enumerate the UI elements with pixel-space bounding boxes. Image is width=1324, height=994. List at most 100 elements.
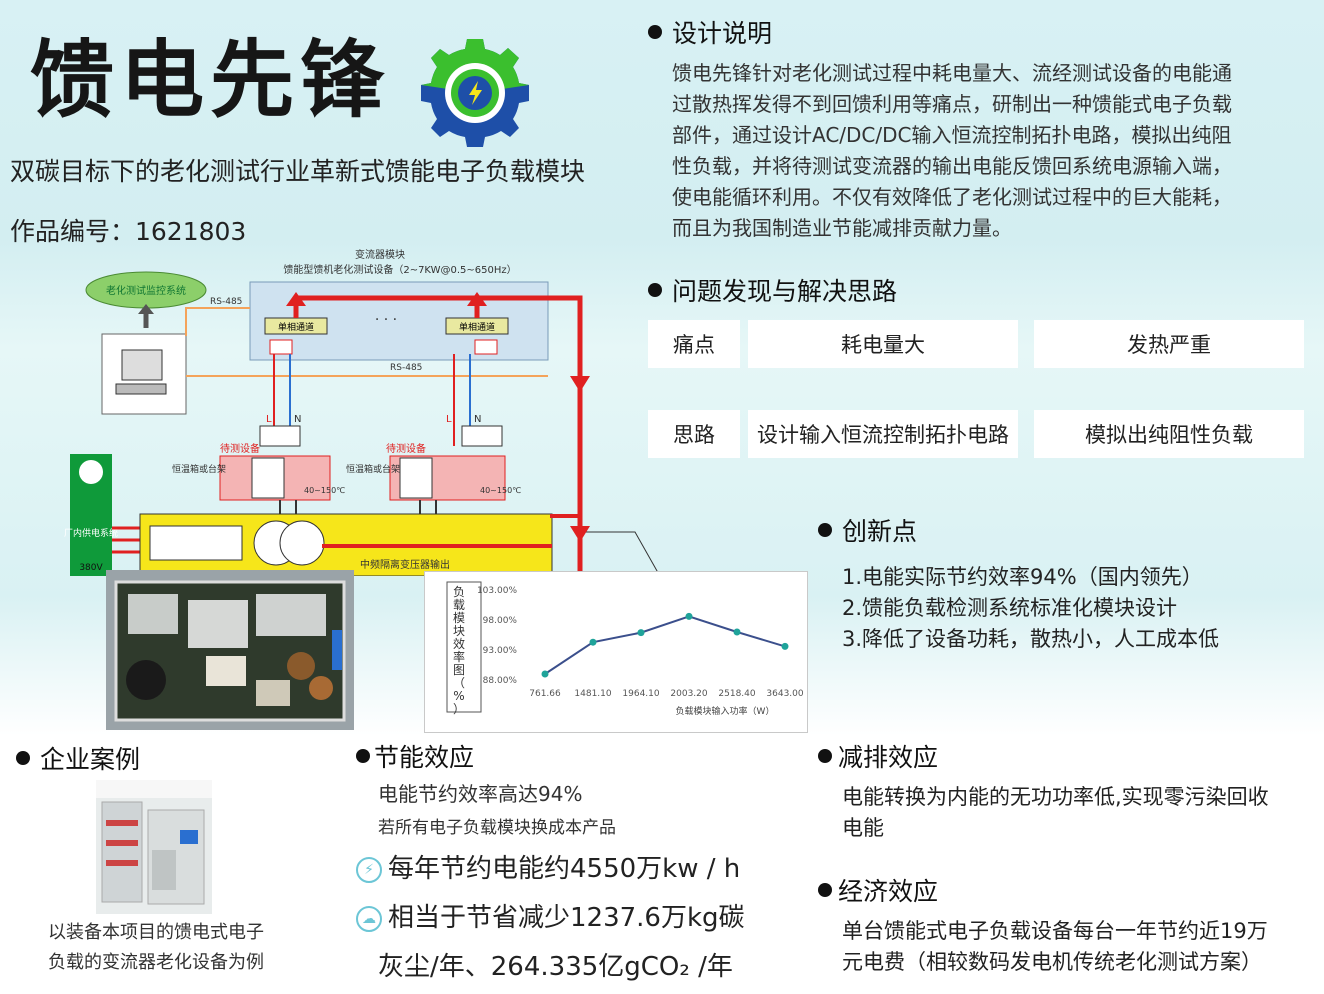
chart-x-tick-label: 1481.10 [574, 689, 611, 699]
chart-y-ticks: 103.00% 98.00% 93.00% 88.00% [477, 586, 517, 686]
emission-line: 电能 [842, 816, 884, 840]
table-label-idea: 思路 [648, 410, 740, 458]
bullet-icon [818, 523, 832, 537]
design-line: 过散热挥发得不到回馈利用等痛点，研制出一种馈能式电子负载 [672, 92, 1232, 116]
emission-section: 减排效应 电能转换为内能的无功功率低,实现零污染回收 电能 [818, 738, 1318, 844]
chart-x-tick-label: 1964.10 [622, 689, 659, 699]
diagram-label-channel: 单相通道 [278, 321, 314, 333]
energy-line: 每年节约电能约4550万kw / h [388, 854, 741, 884]
chart-data-point [637, 629, 645, 637]
diagram-label-N: N [474, 414, 481, 425]
innovation-item: 1.电能实际节约效率94%（国内领先） [842, 565, 1203, 589]
diagram-label-temp: 40~150℃ [480, 486, 521, 495]
design-line: 性负载，并将待测试变流器的输出电能反馈回系统电源输入端， [672, 154, 1232, 178]
diagram-label-module: 变流器模块 [355, 248, 405, 261]
bullet-icon [356, 749, 370, 763]
work-number: 作品编号：1621803 [10, 217, 247, 246]
diagram-label-L: L [446, 414, 452, 425]
chart-ylabel-char: 率 [453, 649, 465, 664]
chart-ylabel-char: % [453, 689, 464, 703]
bullet-icon [16, 751, 30, 765]
economy-title: 经济效应 [838, 877, 939, 906]
economy-line: 单台馈能式电子负载设备每台一年节约近19万 [842, 919, 1268, 943]
energy-line: 灰尘/年、264.335亿gCO₂ /年 [378, 952, 733, 982]
chart-ylabel-char: 负 [453, 585, 465, 599]
diagram-label-chamber: 恒温箱或台架 [346, 463, 400, 475]
diagram-label-channel: 单相通道 [459, 321, 495, 333]
diagram-label-supply: 厂内供电系统 [64, 527, 118, 539]
co2-cloud-icon: ☁ [356, 905, 382, 932]
chart-x-tick-label: 3643.00 [766, 689, 803, 699]
emission-title: 减排效应 [838, 743, 939, 772]
diagram-label-supply-voltage: 380V [79, 563, 103, 573]
diagram-label-temp: 40~150℃ [304, 486, 345, 495]
innovation-item: 2.馈能负载检测系统标准化模块设计 [842, 596, 1178, 620]
diagram-label-rs485: RS-485 [210, 297, 242, 307]
diagram-dots: · · · [375, 312, 397, 328]
diagram-label-L: L [266, 414, 272, 425]
chart-y-tick-label: 93.00% [483, 646, 518, 656]
case-title-row: 企业案例 [16, 740, 140, 776]
diagram-label-N: N [294, 414, 301, 425]
circuit-board-image [106, 570, 354, 730]
case-title: 企业案例 [40, 745, 141, 774]
chart-y-tick-label: 98.00% [483, 616, 518, 626]
chart-data-point [589, 638, 597, 646]
chart-ylabel-char: 图 [453, 663, 465, 677]
chart-ylabel-char: 载 [453, 598, 465, 612]
design-line: 使电能循环利用。不仅有效降低了老化测试过程中的巨大能耗， [672, 185, 1232, 209]
problem-title-row: 问题发现与解决思路 [648, 272, 897, 308]
chart-ylabel-box [446, 581, 482, 713]
chart-series-line [544, 615, 786, 675]
diagram-label-rs485: RS-485 [390, 363, 422, 373]
chart-data-point [733, 628, 741, 636]
energy-line: 相当于节省减少1237.6万kg碳 [388, 903, 745, 933]
energy-title: 节能效应 [374, 743, 475, 772]
diagram-label-spec: 馈能型馈机老化测试设备（2~7KW@0.5~650Hz） [283, 263, 516, 276]
chart-ylabel-char: （ [453, 676, 465, 690]
aging-equipment-photo [96, 780, 212, 914]
table-cell: 设计输入恒流控制拓扑电路 [748, 410, 1018, 458]
table-cell: 模拟出纯阻性负载 [1034, 410, 1304, 458]
diagram-label-chamber: 恒温箱或台架 [172, 463, 226, 475]
gear-logo-icon [421, 39, 529, 147]
case-caption: 以装备本项目的馈电式电子 [48, 922, 264, 943]
energy-section: 节能效应 电能节约效率高达94% 若所有电子负载模块换成本产品 ⚡每年节约电能约… [356, 738, 796, 983]
design-line: 馈电先锋针对老化测试过程中耗电量大、流经测试设备的电能通 [672, 61, 1232, 85]
problem-title: 问题发现与解决思路 [672, 277, 898, 306]
chart-data-point [781, 642, 789, 650]
table-label-pain: 痛点 [648, 320, 740, 368]
design-title: 设计说明 [672, 19, 773, 48]
design-line: 部件，通过设计AC/DC/DC输入恒流控制拓扑电路，模拟出纯阻 [672, 123, 1232, 147]
economy-line: 元电费（相较数码发电机传统老化测试方案） [842, 950, 1262, 974]
diagram-label-cloud: 老化测试监控系统 [106, 284, 186, 297]
design-line: 而且为我国制造业节能减排贡献力量。 [672, 216, 1012, 240]
circuit-board-photo [106, 570, 354, 730]
chart-ylabel-char: 效 [453, 636, 465, 651]
energy-line: 若所有电子负载模块换成本产品 [378, 818, 616, 838]
bullet-icon [818, 883, 832, 897]
chart-data-point [541, 670, 549, 678]
subtitle: 双碳目标下的老化测试行业革新式馈能电子负载模块 [10, 157, 586, 186]
table-cell: 耗电量大 [748, 320, 1018, 368]
chart-y-tick-label: 103.00% [477, 586, 517, 596]
chart-x-tick-label: 2518.40 [718, 689, 755, 699]
chart-y-tick-label: 88.00% [483, 676, 518, 686]
emission-line: 电能转换为内能的无功功率低,实现零污染回收 [842, 785, 1269, 809]
chart-data-point [685, 612, 693, 620]
innovation-section: 创新点 1.电能实际节约效率94%（国内领先） 2.馈能负载检测系统标准化模块设… [818, 512, 1298, 655]
chart-ylabel-char: 块 [453, 624, 465, 638]
chart-ylabel-char: ） [453, 702, 465, 716]
circuit-diagram: 变流器模块 馈能型馈机老化测试设备（2~7KW@0.5~650Hz） 老化测试监… [64, 248, 590, 576]
chart-x-tick-label: 761.66 [529, 689, 561, 699]
innovation-title: 创新点 [842, 517, 918, 546]
chart-xlabel: 负载模块输入功率（W） [676, 705, 775, 717]
economy-section: 经济效应 单台馈能式电子负载设备每台一年节约近19万 元电费（相较数码发电机传统… [818, 872, 1318, 978]
diagram-label-device: 待测设备 [386, 442, 426, 455]
main-title: 馈电先锋 [30, 30, 391, 129]
design-section: 设计说明 馈电先锋针对老化测试过程中耗电量大、流经测试设备的电能通 过散热挥发得… [648, 14, 1308, 244]
table-cell: 发热严重 [1034, 320, 1304, 368]
